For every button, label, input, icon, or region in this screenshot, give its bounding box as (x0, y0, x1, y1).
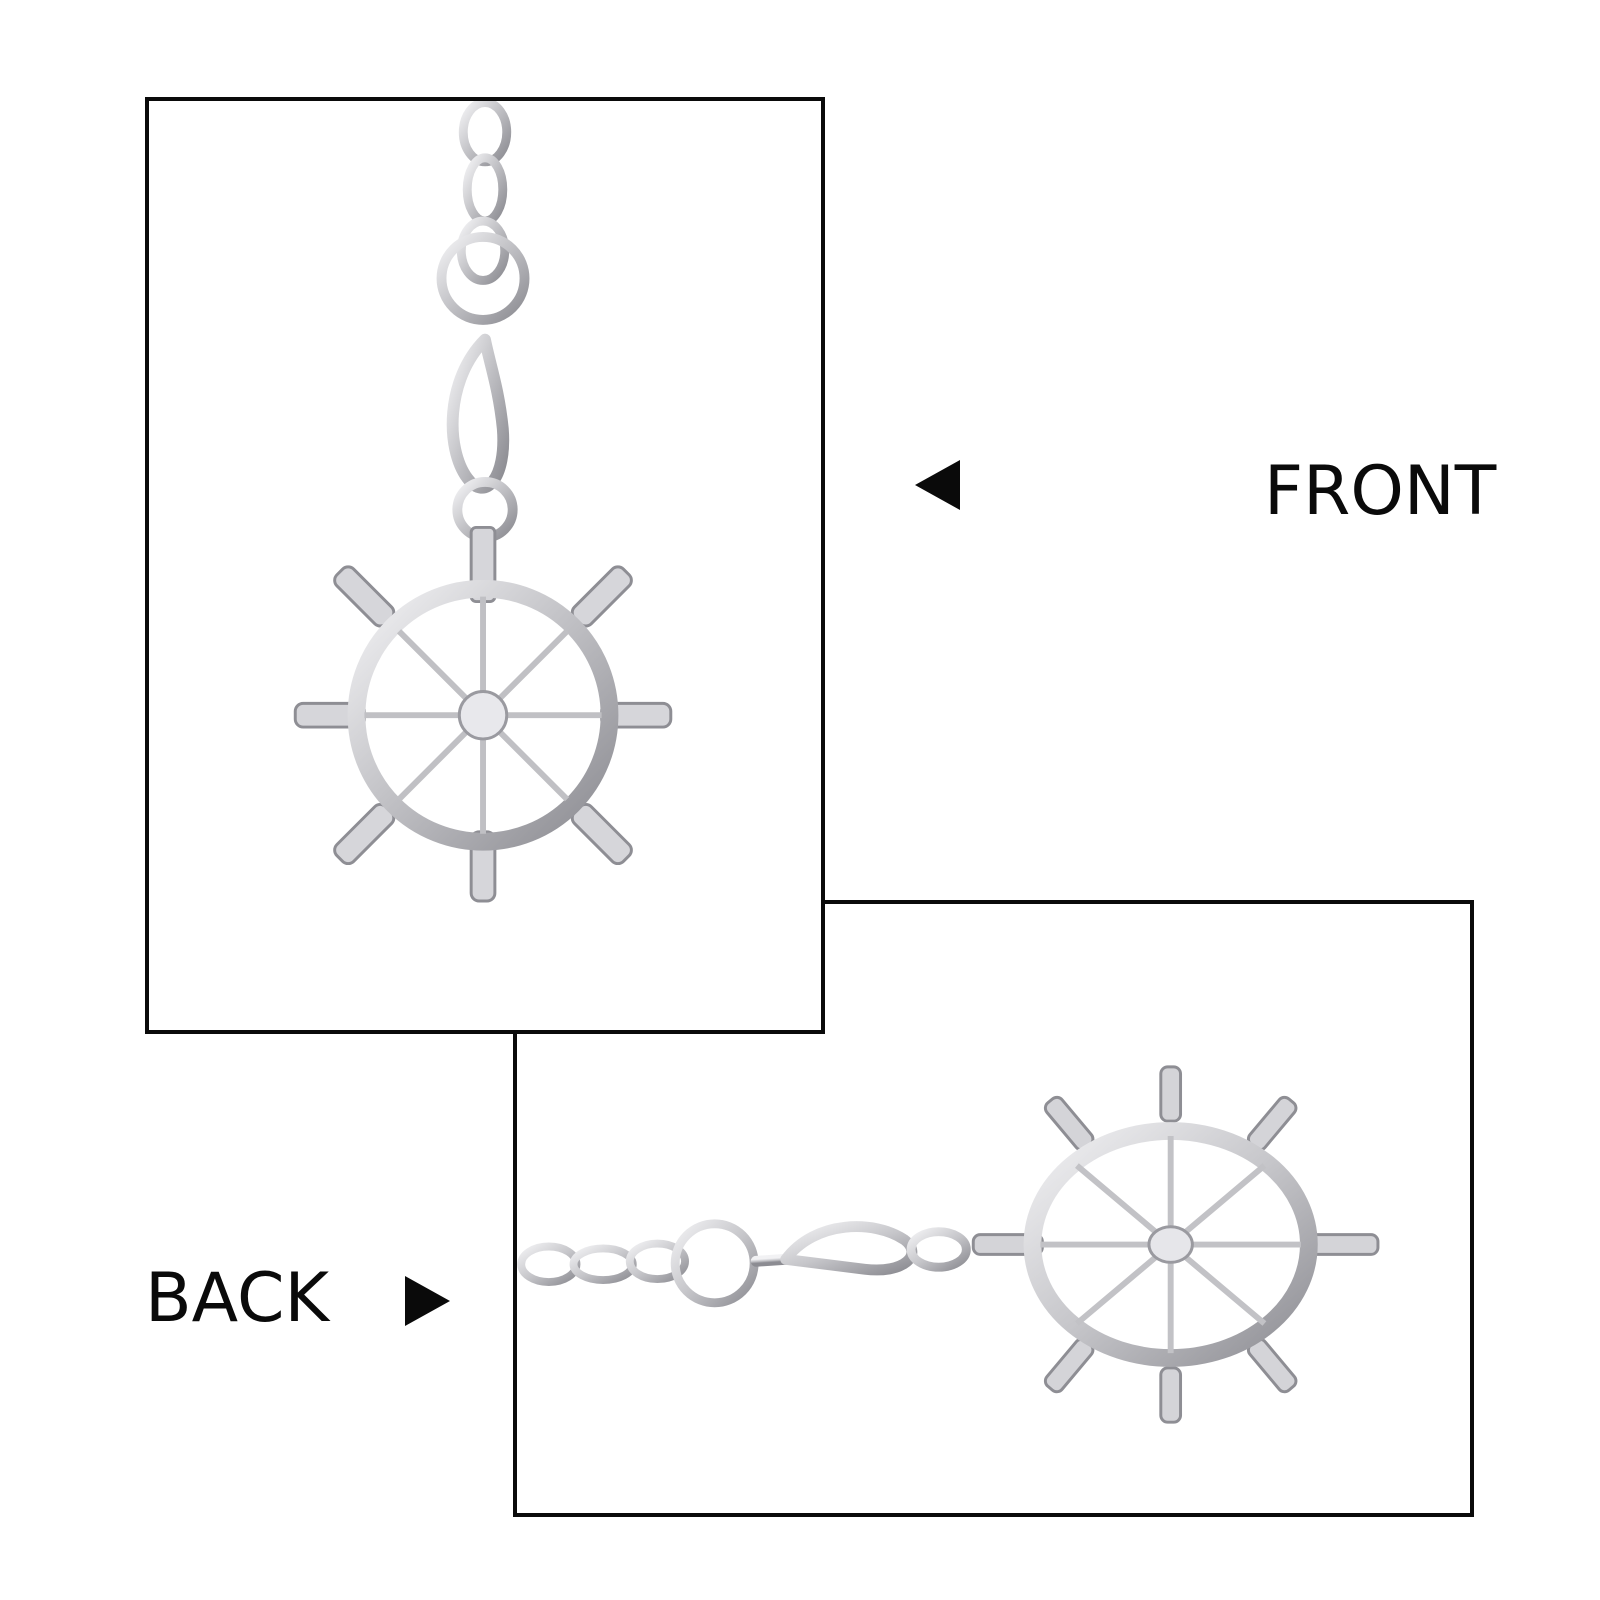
front-product-photo (293, 101, 673, 903)
chain (517, 1219, 759, 1308)
chain-link (517, 1242, 581, 1286)
triangle-left-icon (915, 460, 960, 514)
chain-link (458, 101, 512, 167)
front-photo-frame (145, 97, 825, 1034)
back-label: BACK (145, 1259, 330, 1338)
chain (436, 101, 530, 325)
chain-link (462, 153, 508, 226)
chain-link (456, 216, 510, 285)
chain-link (625, 1239, 689, 1284)
triangle-right-icon (405, 1276, 450, 1330)
chain-link (569, 1244, 637, 1285)
lobster-clasp (446, 304, 518, 543)
back-product-photo (517, 1065, 1380, 1424)
ship-wheel-charm (293, 525, 673, 903)
ship-wheel-charm (971, 1065, 1380, 1424)
lobster-clasp (750, 1221, 971, 1276)
front-label: FRONT (1264, 452, 1497, 531)
